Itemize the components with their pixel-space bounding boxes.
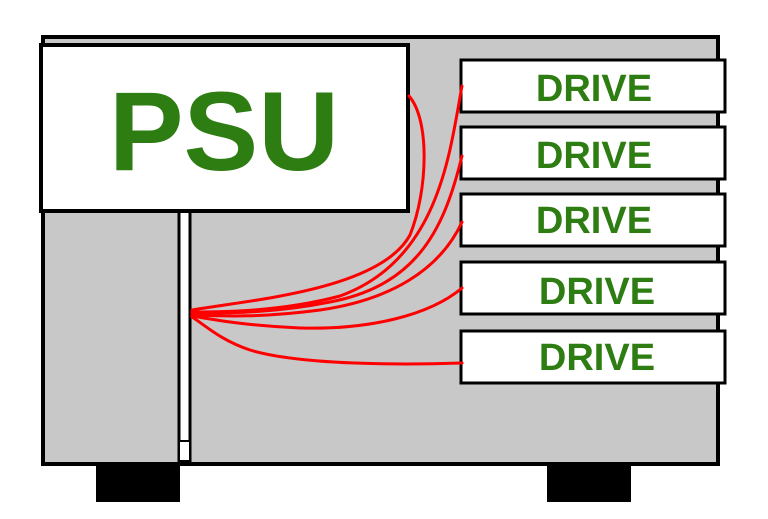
drive-label: DRIVE	[536, 135, 652, 177]
case-foot-right	[547, 462, 631, 502]
cable-drive-2	[190, 154, 464, 315]
case-foot-left	[96, 462, 180, 502]
psu-label: PSU	[109, 69, 339, 194]
psu-box	[39, 43, 410, 213]
psu-box-shadow-edge	[39, 45, 43, 211]
drive-label: DRIVE	[539, 271, 655, 313]
cable-drive-4	[190, 286, 464, 330]
drive-bay-1: DRIVE	[459, 58, 727, 114]
drive-bay-2: DRIVE	[459, 125, 727, 181]
drive-label: DRIVE	[536, 200, 652, 242]
drive-bay-3: DRIVE	[459, 192, 727, 248]
drive-box	[459, 192, 727, 248]
cable-psu-trunk	[190, 94, 426, 312]
cable-drive-5	[190, 315, 464, 366]
power-cables	[190, 84, 464, 366]
drive-bay-4: DRIVE	[459, 260, 727, 316]
drive-box	[459, 329, 727, 385]
drive-box	[459, 58, 727, 114]
drive-label: DRIVE	[539, 337, 655, 379]
cable-channel	[177, 209, 192, 463]
cable-channel-end	[178, 440, 191, 462]
drive-box	[459, 125, 727, 181]
drive-bay-5: DRIVE	[459, 329, 727, 385]
drive-label: DRIVE	[536, 68, 652, 110]
cable-drive-3	[190, 220, 464, 318]
